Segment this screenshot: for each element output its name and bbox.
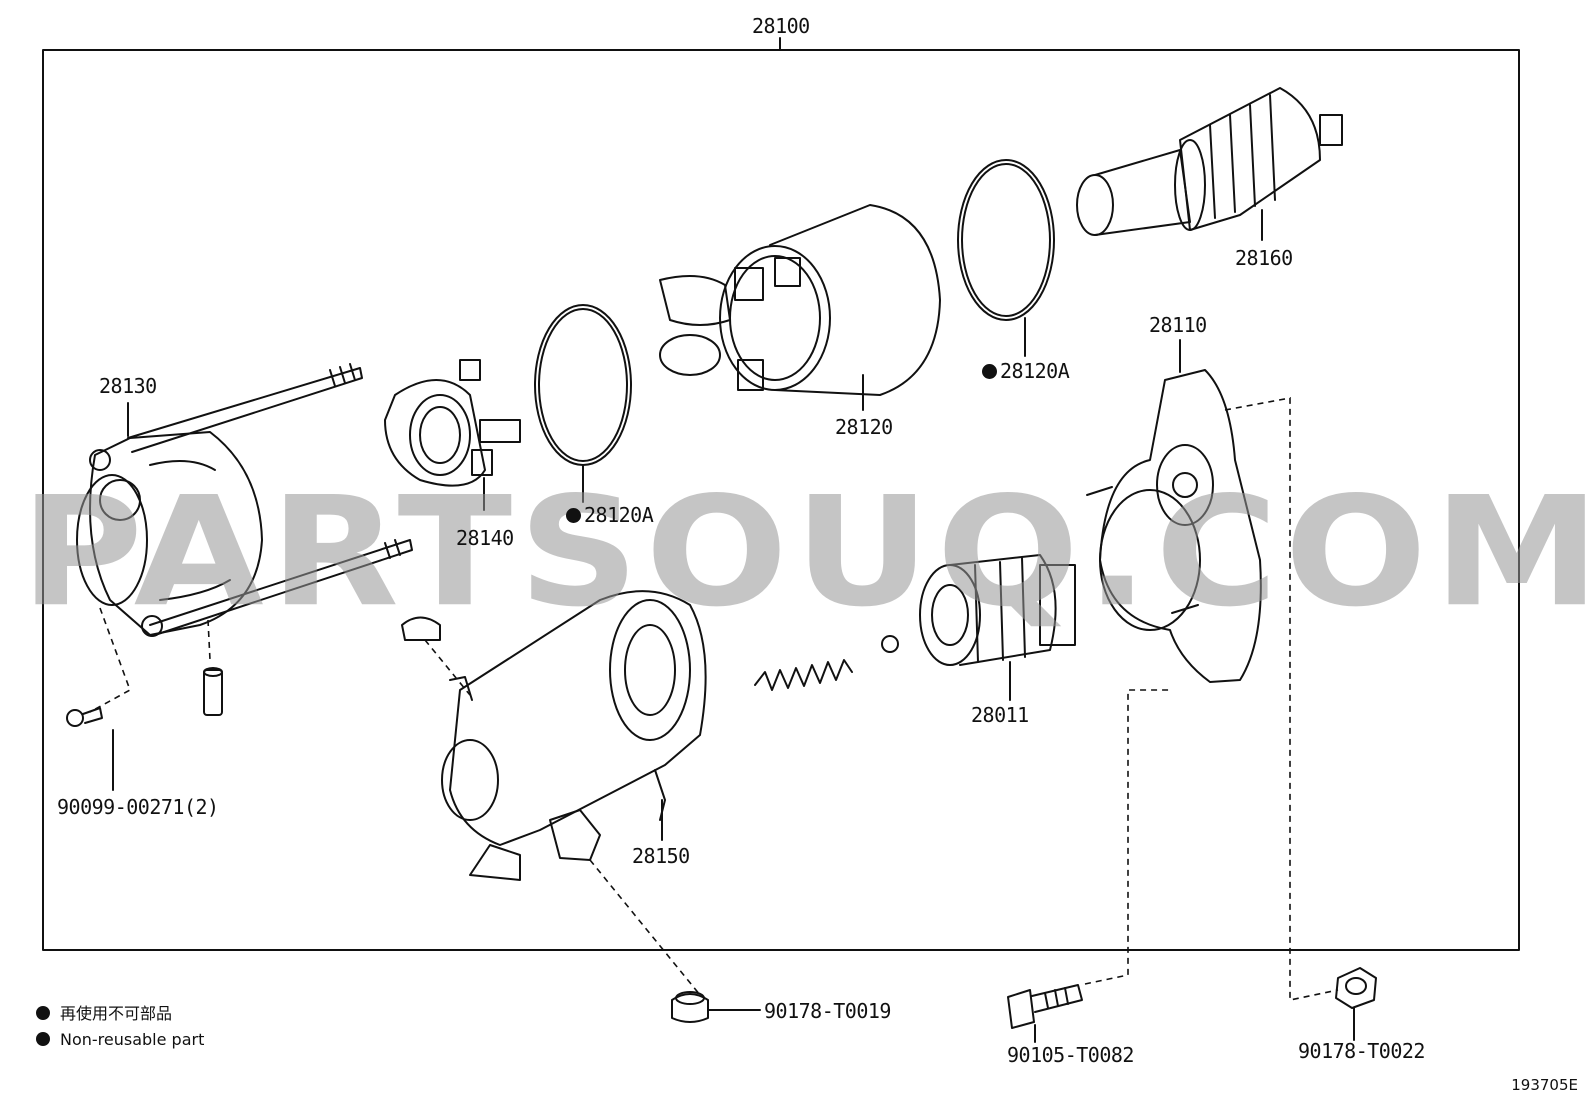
- part-28140-drawing: [384, 359, 521, 511]
- part-28150-drawing: [401, 590, 707, 881]
- assembly-frame: [42, 49, 1520, 951]
- part-28120A-right-drawing: [957, 159, 1055, 321]
- label-28110[interactable]: 28110: [1149, 313, 1207, 337]
- part-90105-drawing: [1007, 984, 1083, 1043]
- part-28120-drawing: [659, 204, 941, 411]
- label-90178-T0022[interactable]: 90178-T0022: [1298, 1039, 1425, 1063]
- label-28120[interactable]: 28120: [835, 415, 893, 439]
- part-28120A-left-drawing: [534, 304, 632, 466]
- non-reusable-dot-icon: [982, 364, 997, 379]
- label-28120A-left[interactable]: 28120A: [566, 505, 654, 525]
- label-28140[interactable]: 28140: [456, 526, 514, 550]
- legend-english: Non-reusable part: [36, 1032, 204, 1048]
- dash-bolt-line: [1084, 689, 1170, 985]
- label-90105-T0082[interactable]: 90105-T0082: [1007, 1043, 1134, 1067]
- non-reusable-dot-icon: [36, 1006, 50, 1020]
- label-90178-T0019[interactable]: 90178-T0019: [764, 999, 891, 1023]
- dash-flange-nut-line: [1224, 397, 1339, 1001]
- part-90099-drawing: [66, 707, 114, 791]
- label-28100[interactable]: 28100: [752, 14, 810, 38]
- figure-number: 193705E: [1511, 1076, 1578, 1094]
- label-90099-00271[interactable]: 90099-00271(2): [57, 795, 219, 819]
- label-28150[interactable]: 28150: [632, 844, 690, 868]
- part-90178-t0019-drawing: [671, 991, 709, 1023]
- dash-screw-line: [89, 607, 131, 713]
- label-28011[interactable]: 28011: [971, 703, 1029, 727]
- part-28160-drawing: [1076, 87, 1343, 241]
- part-90178-t0022-drawing: [1335, 967, 1377, 1041]
- label-28130[interactable]: 28130: [99, 374, 157, 398]
- part-28110-drawing: [1086, 339, 1262, 683]
- non-reusable-dot-icon: [36, 1032, 50, 1046]
- part-28130-drawing: [76, 363, 413, 716]
- legend-japanese: 再使用不可部品: [36, 1006, 172, 1022]
- label-28120A-right[interactable]: 28120A: [982, 361, 1070, 381]
- part-28011-drawing: [754, 554, 1076, 701]
- non-reusable-dot-icon: [566, 508, 581, 523]
- label-28160[interactable]: 28160: [1235, 246, 1293, 270]
